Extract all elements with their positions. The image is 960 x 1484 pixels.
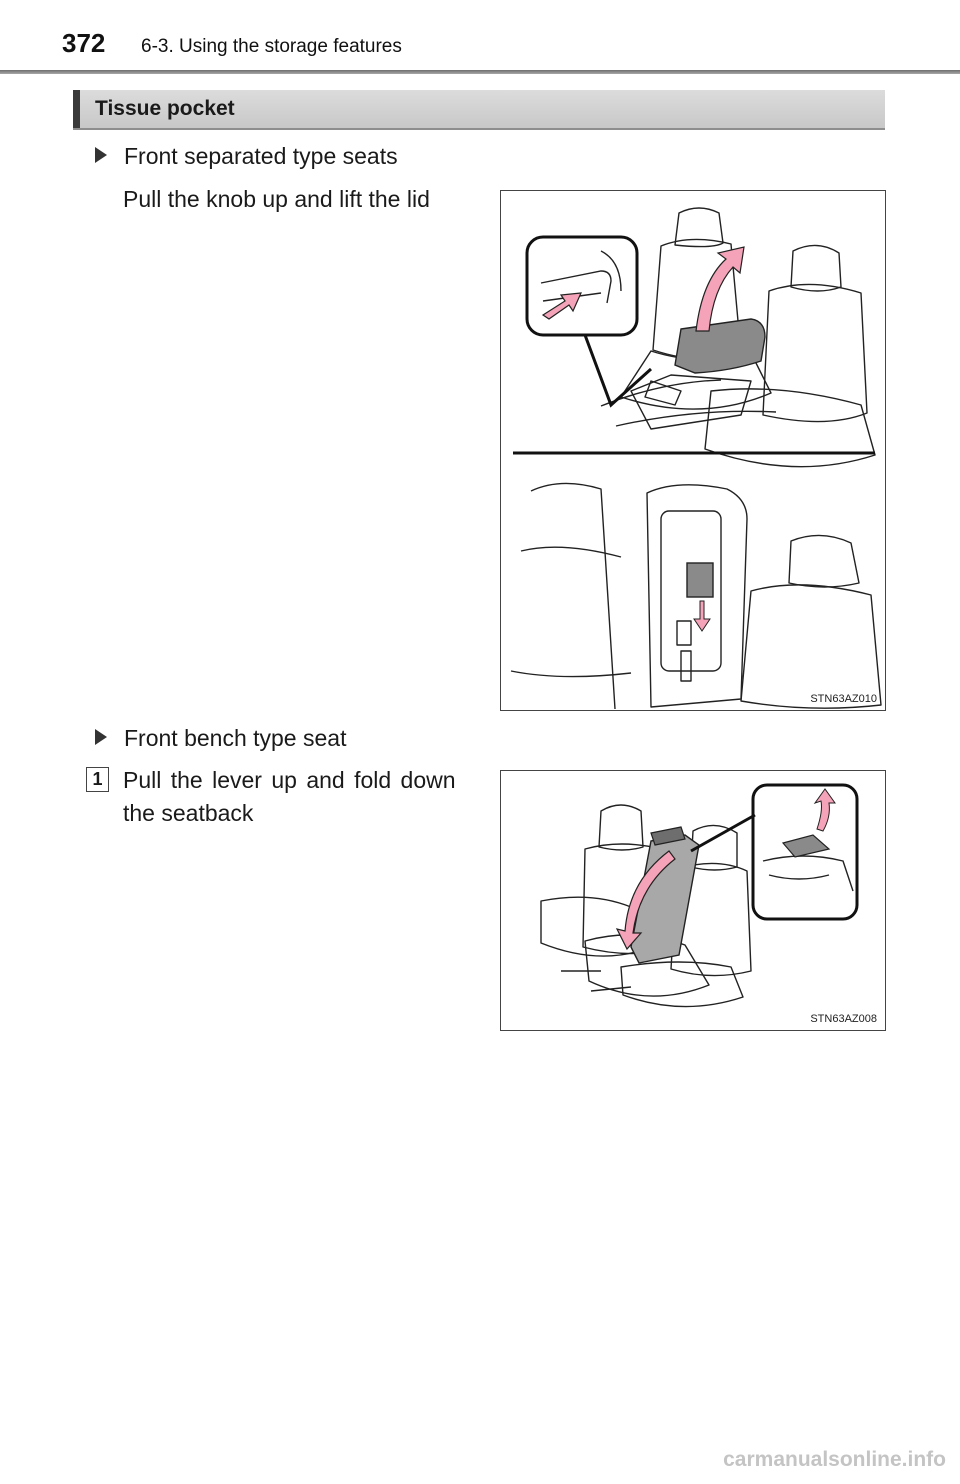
step-number-box: 1 [86,767,109,792]
headrest-right [790,244,842,292]
instruction-text: Pull the lever up and fold down the seat… [123,764,456,830]
open-armrest-lid [646,484,748,708]
knob-pull-arrow-icon [541,292,582,320]
header-rule [0,70,960,74]
instruction-line-1: Pull the lever up and fold down [123,767,456,793]
section-title: Tissue pocket [95,97,235,120]
bullet-label: Front bench type seat [124,725,347,751]
lever-detail [781,834,831,858]
bullet-triangle-icon [95,147,107,163]
instruction-line-2: the seatback [123,800,254,826]
seat-lever [650,826,686,846]
figure-code: STN63AZ008 [810,1013,877,1025]
lever-up-arrow-icon [813,788,836,832]
figure-code: STN63AZ010 [810,693,877,705]
headrest-left [674,207,724,248]
lift-arrow-icon [695,246,745,332]
headrest-right-bottom [788,534,860,588]
seatback-right [762,283,868,423]
callout-pointer [690,813,756,853]
bullet-front-separated: Front separated type seats [95,143,398,170]
seat-illustration [510,207,882,710]
console [630,374,752,430]
page-number: 372 [62,28,106,58]
instruction-text: Pull the knob up and lift the lid [123,186,430,212]
tissue-pocket [686,562,714,598]
fold-down-arrow-icon [615,850,676,951]
bench-seat-illustration [540,783,859,1008]
section-accent [73,90,80,128]
bench-back-right [670,862,752,977]
seat-cushion-right [704,388,876,468]
bullet-label: Front separated type seats [124,143,398,169]
section-heading-bar: Tissue pocket [73,90,885,130]
bullet-front-bench: Front bench type seat [95,725,346,752]
seatback-right-bottom [740,584,882,709]
chapter-title: 6-3. Using the storage features [141,36,402,57]
bench-cushion-right [620,961,744,1008]
bench-headrest-left [598,804,644,851]
folding-seatback [630,834,700,964]
seat-left-bottom [530,482,616,710]
figure-bench-seat: STN63AZ008 [500,770,886,1031]
watermark: carmanualsonline.info [723,1448,946,1471]
callout-pointer [583,334,653,408]
cup-holder [644,380,682,406]
armrest-lid [674,318,766,374]
down-arrow-icon [693,600,711,632]
bullet-triangle-icon [95,729,107,745]
figure-separated-seats: STN63AZ010 [500,190,886,711]
